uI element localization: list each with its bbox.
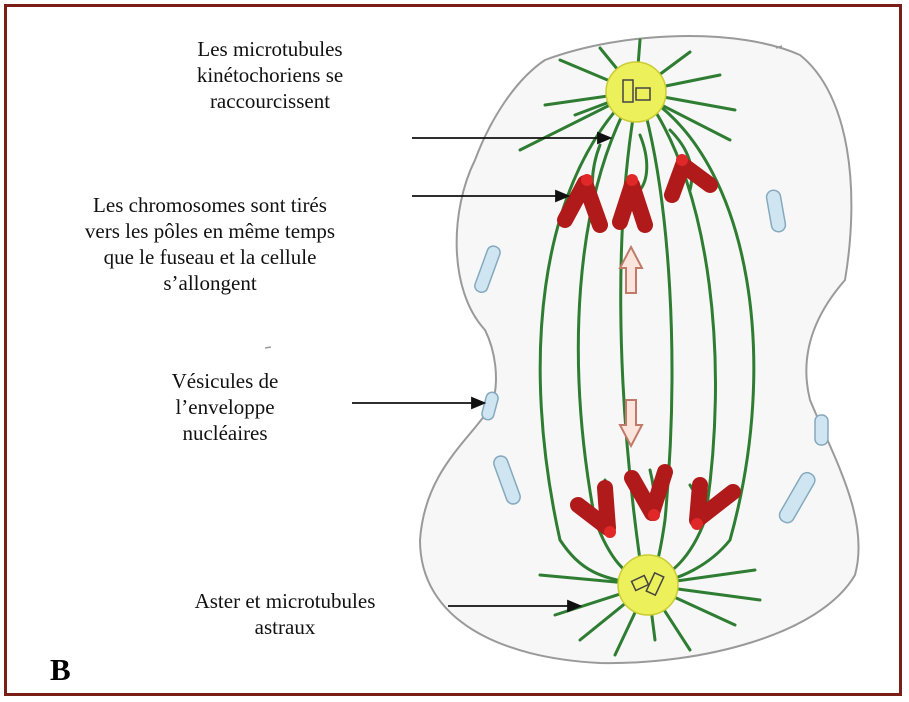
panel-letter: B	[50, 652, 71, 688]
centrosome-bottom	[618, 555, 678, 615]
centrosome-top	[606, 62, 666, 122]
label-chromosomes-pulled: Les chromosomes sont tirés vers les pôle…	[40, 192, 380, 296]
label-kinetochore-microtubules: Les microtubules kinétochoriens se racco…	[150, 36, 390, 114]
speck	[265, 347, 271, 348]
label-nuclear-envelope-vesicles: Vésicules de l’enveloppe nucléaires	[125, 368, 325, 446]
label-aster-astral-microtubules: Aster et microtubules astraux	[140, 588, 430, 640]
vesicle	[815, 415, 828, 445]
